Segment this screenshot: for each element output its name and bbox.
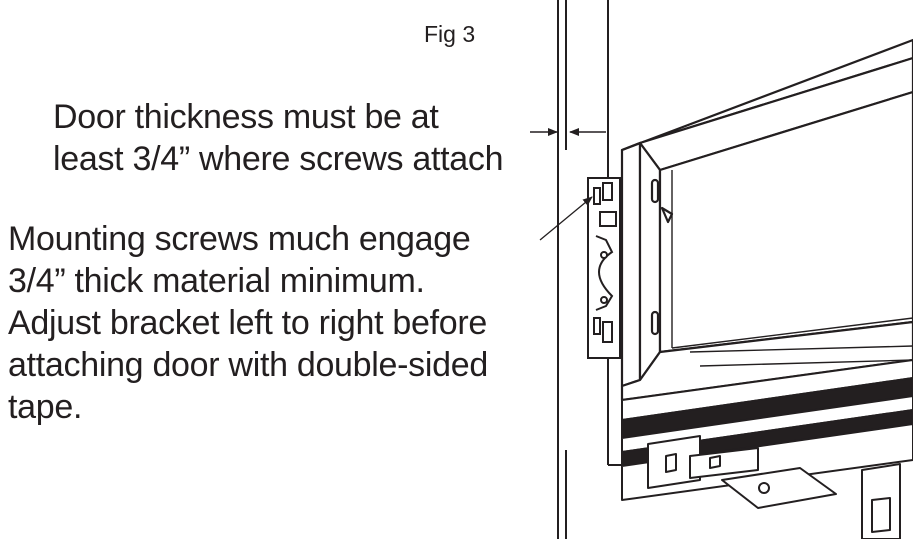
mounting-screws-note-line-4: attaching door with double-sided xyxy=(8,346,488,384)
mounting-screws-note-line-5: tape. xyxy=(8,388,83,426)
door-thickness-note-line-1: Door thickness must be at xyxy=(53,98,439,136)
drawer-frame xyxy=(620,38,913,402)
door-thickness-note-line-2: least 3/4” where screws attach xyxy=(53,140,504,178)
mounting-screws-note-line-2: 3/4” thick material minimum. xyxy=(8,262,425,300)
mounting-screws-note-line-1: Mounting screws much engage xyxy=(8,220,471,258)
slide-hardware xyxy=(647,435,901,539)
figure-label: Fig 3 xyxy=(424,21,476,47)
drawer-depth-lines xyxy=(671,170,913,367)
door-thickness-note: Door thickness must be at least 3/4” whe… xyxy=(53,96,504,180)
mounting-screws-note-line-3: Adjust bracket left to right before xyxy=(8,304,487,342)
mounting-screws-note: Mounting screws much engage 3/4” thick m… xyxy=(8,218,488,428)
mounting-bracket xyxy=(587,177,621,359)
leader-line xyxy=(539,196,593,241)
